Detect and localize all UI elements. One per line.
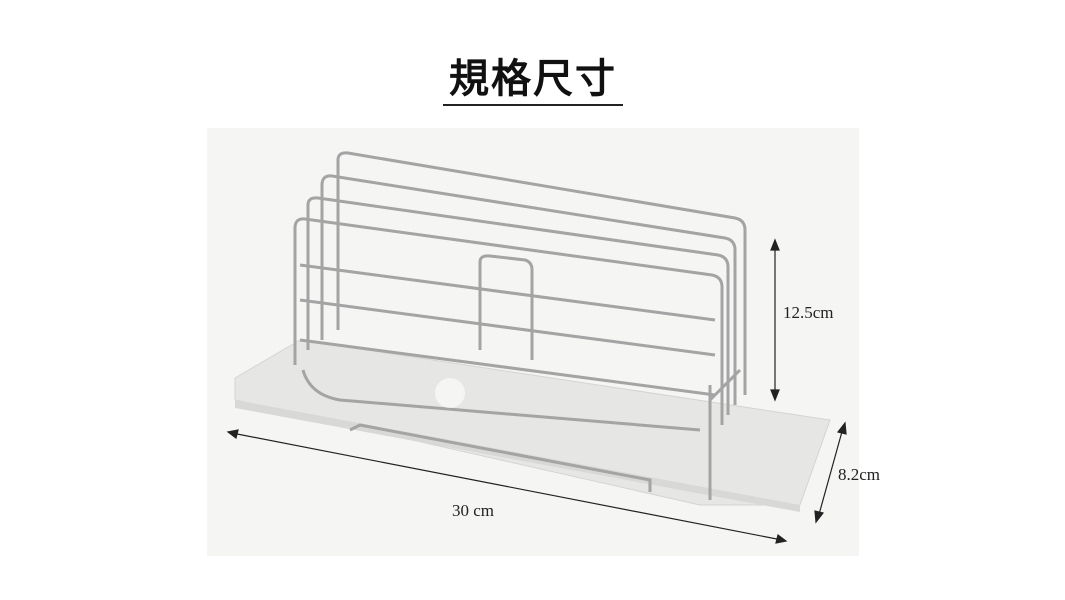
page-title: 規格尺寸 [449, 55, 617, 102]
watermark-logo [435, 378, 465, 408]
title-underline [443, 104, 623, 106]
wire-rack [293, 151, 747, 500]
depth-label: 8.2cm [838, 465, 881, 484]
height-label: 12.5cm [783, 303, 834, 322]
width-label: 30 cm [452, 501, 495, 520]
dimension-lines [226, 238, 847, 544]
